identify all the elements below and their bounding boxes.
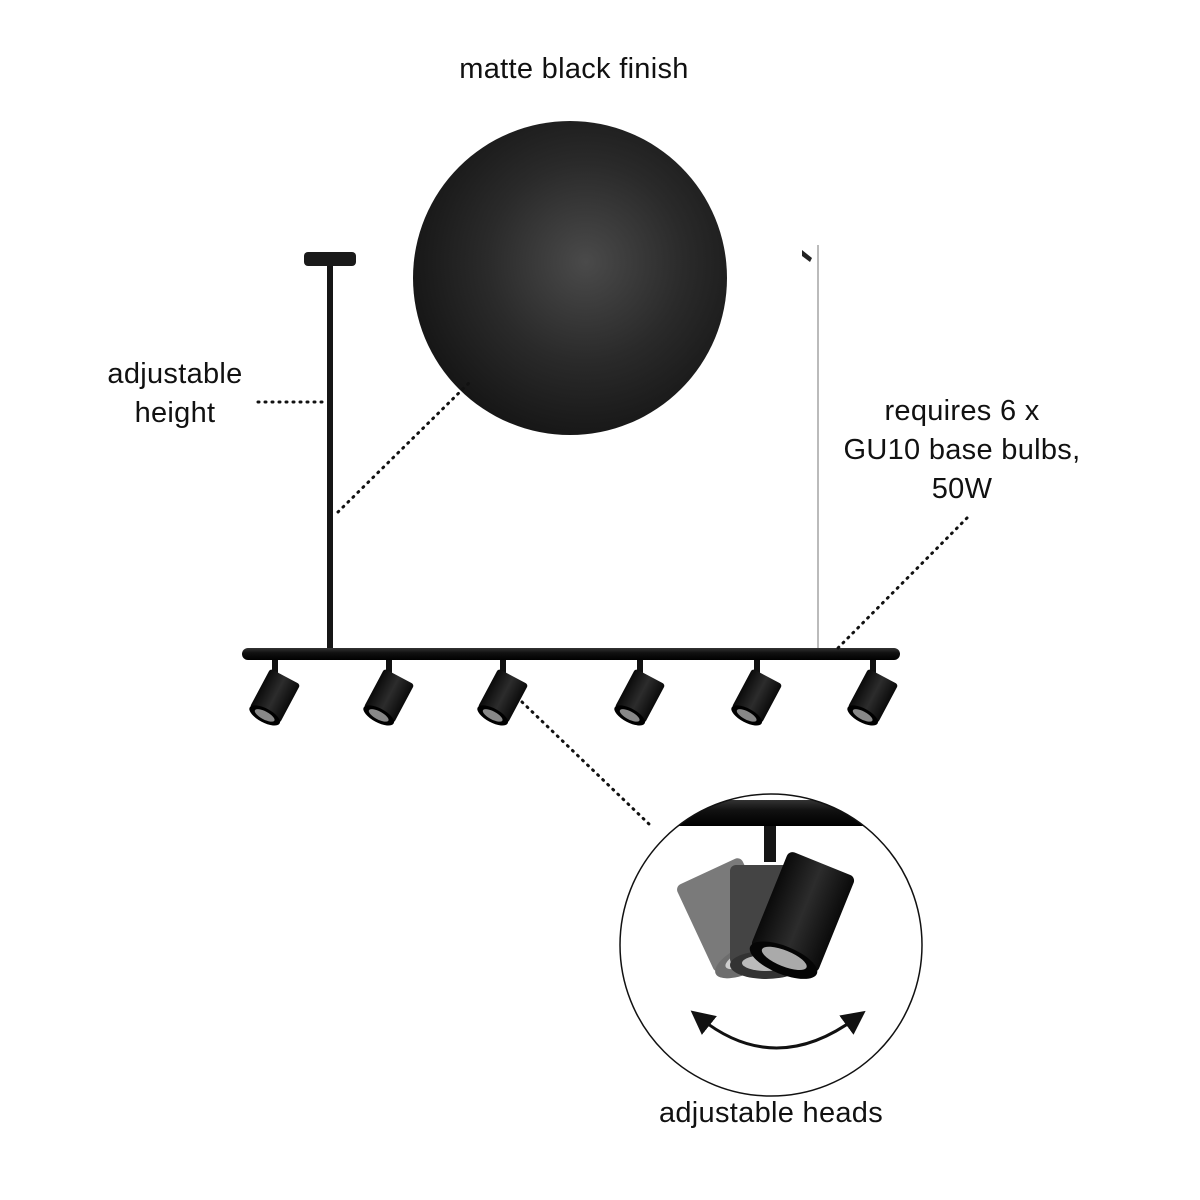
height-label-line1: adjustable <box>107 358 243 390</box>
heads-leader <box>520 700 652 827</box>
spotlight <box>611 660 666 730</box>
spotlight <box>844 660 899 730</box>
heads-label: adjustable heads <box>658 1097 884 1129</box>
suspension-cable <box>802 245 819 648</box>
ceiling-canopy <box>304 252 356 650</box>
finish-label: matte black finish <box>459 53 689 85</box>
bulbs-leader <box>836 516 969 650</box>
finish-swatch <box>413 121 727 435</box>
spotlight <box>360 660 415 730</box>
spotlight <box>246 660 301 730</box>
spotlights <box>246 660 899 730</box>
spotlight <box>728 660 783 730</box>
bulbs-label-line2: GU10 base bulbs, <box>843 434 1081 466</box>
height-label-line2: height <box>134 397 216 429</box>
bulbs-label-line1: requires 6 x <box>884 395 1040 427</box>
height-label: adjustable height <box>75 355 275 433</box>
rotate-arrow-icon <box>690 1010 866 1050</box>
spotlight <box>474 660 529 730</box>
heads-inset <box>619 793 923 1097</box>
light-bar <box>242 648 900 660</box>
bulbs-label-line3: 50W <box>931 473 993 505</box>
finish-leader <box>336 380 472 514</box>
bulbs-label: requires 6 x GU10 base bulbs, 50W <box>812 392 1112 509</box>
